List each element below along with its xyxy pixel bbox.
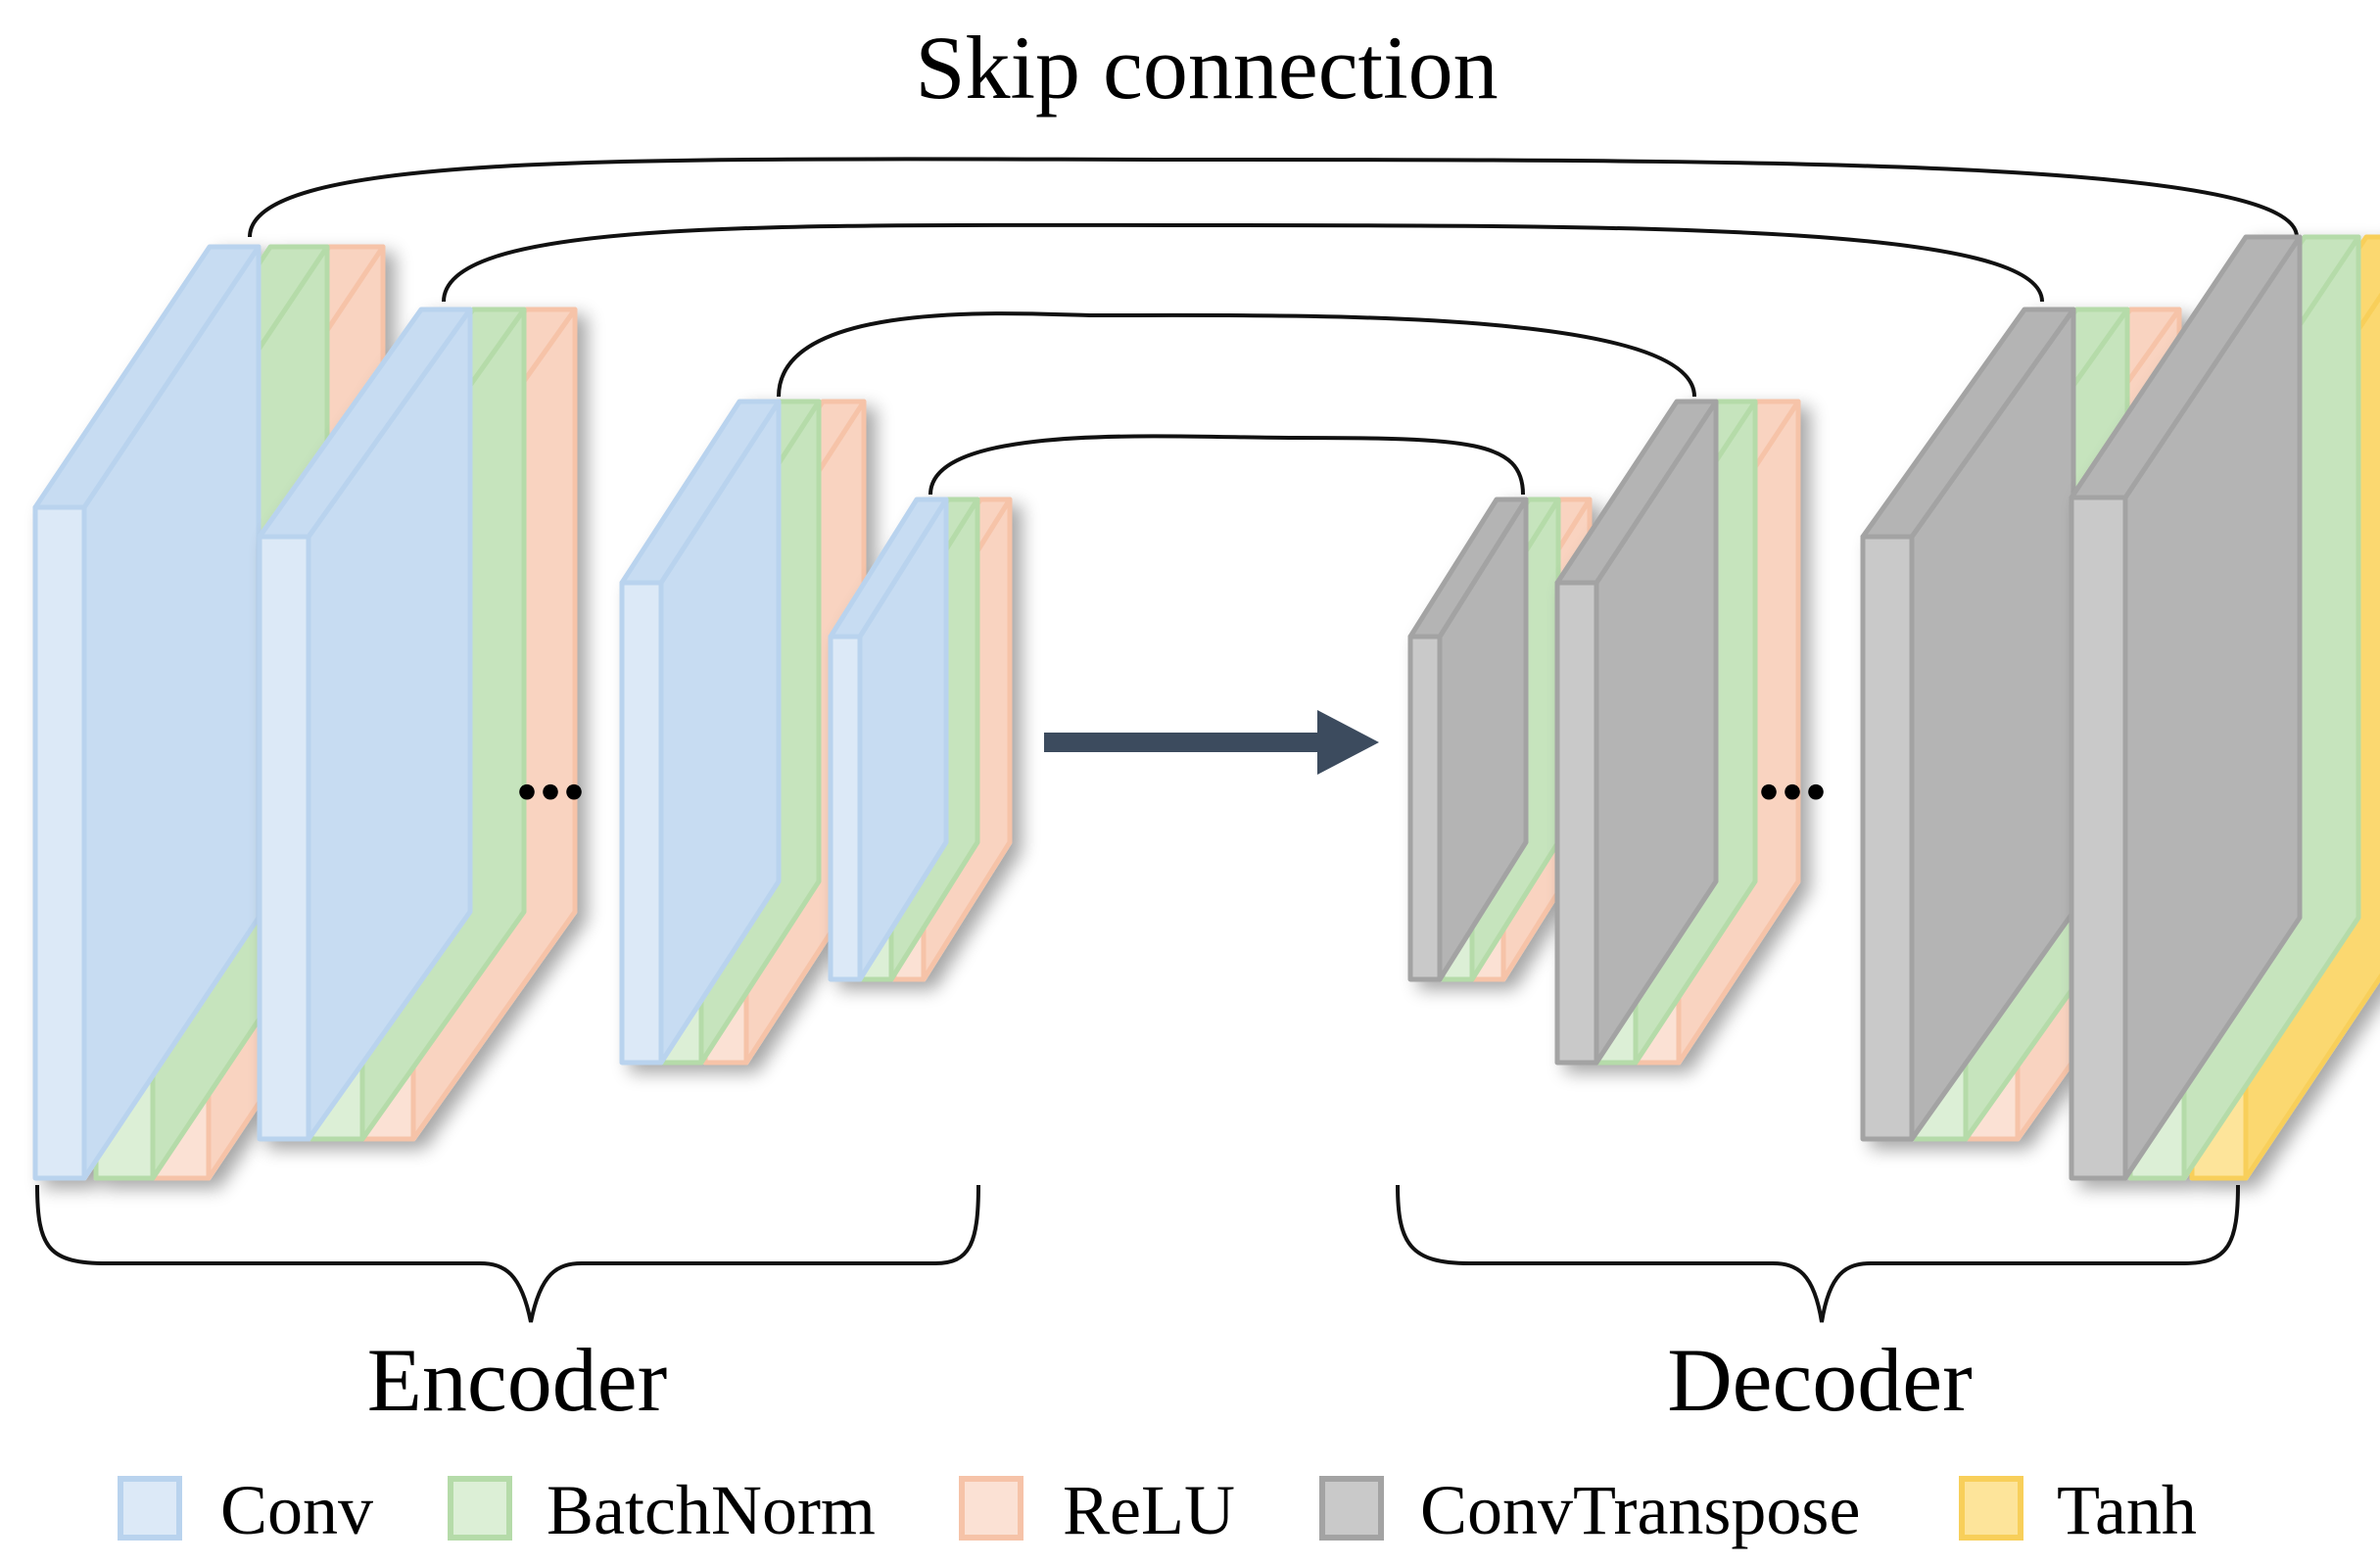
- layer-conv: [828, 497, 949, 982]
- skip-arc-third: [777, 311, 1696, 398]
- skip-arc-second: [442, 222, 2044, 303]
- layer-blocks: [32, 234, 2380, 1181]
- layer-convtranspose: [1554, 399, 1719, 1066]
- decoder-brace: [1396, 1184, 2240, 1323]
- encoder-block-2: [257, 307, 578, 1142]
- legend-label-convtranspose: ConvTranspose: [1420, 1471, 1860, 1549]
- legend-swatch-convtranspose: [1319, 1476, 1384, 1541]
- encoder-ellipsis: ...: [515, 714, 586, 819]
- layer-conv: [32, 244, 262, 1181]
- skip-connection-arcs: [248, 157, 2299, 496]
- diagram-title: Skip connection: [915, 18, 1498, 118]
- legend-swatch-batchnorm: [448, 1476, 512, 1541]
- layer-convtranspose: [1860, 307, 2076, 1142]
- skip-arc-outer: [248, 157, 2299, 238]
- slab-front-face: [1407, 634, 1443, 982]
- encoder-block-4: [828, 497, 1013, 982]
- skip-arc-inner: [928, 434, 1525, 496]
- slab-front-face: [828, 634, 863, 982]
- slab-front-face: [32, 504, 87, 1181]
- slab-front-face: [1554, 580, 1599, 1066]
- legend-label-relu: ReLU: [1063, 1471, 1235, 1549]
- layer-convtranspose: [2069, 234, 2303, 1181]
- decoder-block-4: [2069, 234, 2380, 1181]
- encoder-brace: [35, 1184, 980, 1323]
- slab-front-face: [2069, 495, 2128, 1181]
- legend: Conv BatchNorm ReLU ConvTranspose Tanh: [118, 1471, 2197, 1549]
- bottleneck-arrow: [1044, 710, 1379, 775]
- slab-front-face: [619, 580, 664, 1066]
- decoder-ellipsis: ...: [1757, 714, 1828, 819]
- slab-front-face: [1860, 534, 1915, 1142]
- encoder-label: Encoder: [367, 1330, 668, 1430]
- legend-swatch-conv: [118, 1476, 182, 1541]
- legend-label-conv: Conv: [220, 1471, 373, 1549]
- legend-label-tanh: Tanh: [2057, 1471, 2197, 1549]
- layer-conv: [619, 399, 782, 1066]
- layer-convtranspose: [1407, 497, 1529, 982]
- layer-conv: [257, 307, 473, 1142]
- legend-swatch-relu: [959, 1476, 1023, 1541]
- decoder-block-2: [1554, 399, 1801, 1066]
- legend-swatch-tanh: [1959, 1476, 2023, 1541]
- encoder-block-3: [619, 399, 867, 1066]
- legend-label-batchnorm: BatchNorm: [547, 1471, 876, 1549]
- slab-front-face: [257, 534, 311, 1142]
- decoder-label: Decoder: [1667, 1330, 1973, 1430]
